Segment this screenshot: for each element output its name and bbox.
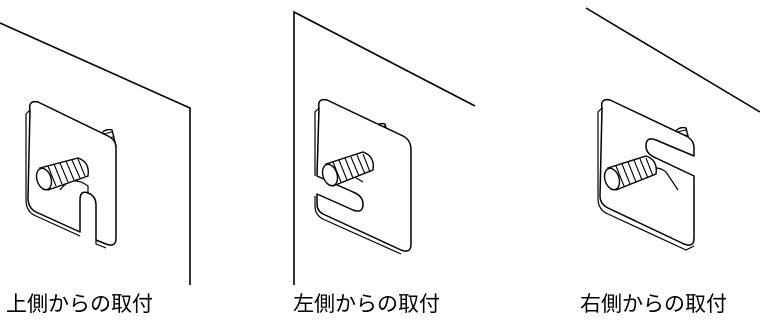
plate-thickness-edge (597, 107, 695, 251)
wall-panel (585, 7, 760, 113)
figure-mount-left: 左側からの取付 (253, 0, 506, 323)
plate-thickness-edge-2 (95, 240, 107, 249)
mount-left-illustration (293, 10, 476, 285)
figure-mount-right: 右側からの取付 (506, 0, 760, 323)
figure-mount-top: 上側からの取付 (0, 0, 253, 323)
wall-panel (293, 10, 476, 285)
bolt-thread-lines (615, 157, 654, 187)
plate-thickness-edge (314, 107, 320, 176)
caption-mount-right: 右側からの取付 (580, 292, 727, 316)
mounting-plate (316, 98, 412, 252)
caption-mount-left: 左側からの取付 (293, 292, 440, 316)
mount-right-illustration (585, 7, 760, 251)
caption-mount-top: 上側からの取付 (6, 292, 153, 316)
bolt-end-face (603, 167, 621, 191)
wall-panel (0, 22, 191, 285)
plate-thickness-edge-2 (314, 196, 402, 255)
bolt-end-face (35, 167, 53, 191)
mount-top-illustration (0, 22, 191, 285)
plate-thickness-edge (25, 109, 81, 237)
bolt-thread-lines (47, 158, 86, 187)
bolt-end-face (321, 163, 339, 187)
